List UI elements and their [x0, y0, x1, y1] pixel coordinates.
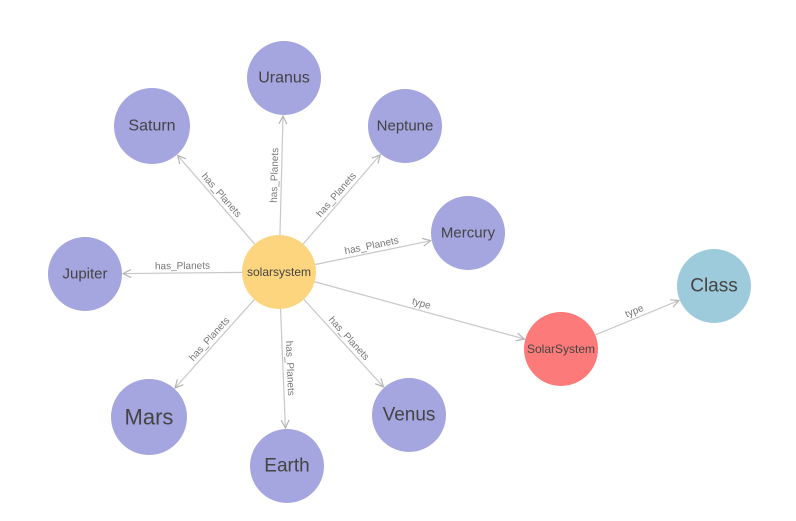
edge-label: has_Planets: [199, 171, 243, 220]
edge-label: has_Planets: [344, 235, 400, 257]
edge-line: [178, 155, 256, 245]
node-label: Venus: [383, 405, 436, 426]
edge-solarsystem-jupiter: has_Planets: [123, 261, 243, 274]
node-label: Mars: [125, 405, 174, 430]
node-circle[interactable]: [242, 235, 316, 309]
node-saturn[interactable]: Saturn: [114, 88, 190, 164]
node-solarsystem[interactable]: solarsystem: [242, 235, 316, 309]
edge-label: has_Planets: [315, 171, 359, 220]
edge-label: has_Planets: [326, 315, 371, 363]
nodes-layer: solarsystem Saturn UranusNeptuneMercuryJup…: [48, 41, 751, 503]
edge-solarsystem-uranus: has_Planets: [269, 116, 283, 236]
edge-line: [315, 241, 431, 266]
node-circle[interactable]: [524, 312, 598, 386]
edge-solarsystem-neptune: has_Planets: [302, 155, 380, 245]
edge-line: [302, 155, 380, 245]
edge-line: [279, 308, 286, 428]
node-circle[interactable]: [431, 196, 505, 270]
edge-label: type: [411, 296, 433, 312]
node-neptune[interactable]: Neptune: [368, 89, 442, 163]
edge-line: [303, 298, 384, 387]
edge-solarsystem-class: type: [594, 300, 679, 336]
node-label: Class: [690, 276, 738, 297]
edge-solarsystem-venus: has_Planets: [303, 298, 384, 387]
node-mars[interactable]: Mars: [111, 379, 187, 455]
node-label: solarsystem: [247, 265, 311, 279]
edge-solarsystem-mercury: has_Planets: [315, 235, 431, 266]
edge-solarsystem-mars: has_Planets: [175, 299, 255, 388]
node-label: Mercury: [441, 225, 496, 242]
edge-line: [314, 281, 525, 339]
node-jupiter[interactable]: Jupiter: [48, 237, 122, 311]
edge-label: has_Planets: [187, 315, 232, 363]
node-circle[interactable]: [677, 249, 751, 323]
node-uranus[interactable]: Uranus: [247, 41, 321, 115]
edge-label: has_Planets: [269, 148, 281, 203]
node-venus[interactable]: Venus: [372, 378, 446, 452]
node-circle[interactable]: [250, 429, 324, 503]
node-circle[interactable]: [368, 89, 442, 163]
node-label: Saturn: [128, 118, 175, 135]
edge-line: [594, 300, 679, 336]
node-class[interactable]: Class: [677, 249, 751, 323]
node-circle[interactable]: [111, 379, 187, 455]
node-label: Jupiter: [62, 266, 107, 283]
edge-solarsystem-earth: has_Planets: [279, 308, 296, 428]
node-circle[interactable]: [372, 378, 446, 452]
node-circle[interactable]: [114, 88, 190, 164]
edge-solarsystem-solarsystem: type: [314, 281, 525, 339]
node-mercury[interactable]: Mercury: [431, 196, 505, 270]
edge-line: [123, 272, 243, 273]
node-circle[interactable]: [48, 237, 122, 311]
node-label: Uranus: [258, 70, 310, 87]
edge-label: has_Planets: [283, 341, 296, 396]
node-solarsystem-class[interactable]: SolarSystem: [524, 312, 598, 386]
node-label: Neptune: [377, 118, 434, 135]
node-circle[interactable]: [247, 41, 321, 115]
edge-label: type: [624, 303, 646, 321]
edge-line: [175, 299, 255, 388]
node-label: SolarSystem: [527, 342, 595, 356]
node-earth[interactable]: Earth: [250, 429, 324, 503]
edge-line: [280, 116, 283, 236]
edge-solarsystem-saturn: has_Planets: [178, 155, 256, 245]
edge-label: has_Planets: [155, 261, 210, 273]
node-label: Earth: [264, 456, 309, 477]
